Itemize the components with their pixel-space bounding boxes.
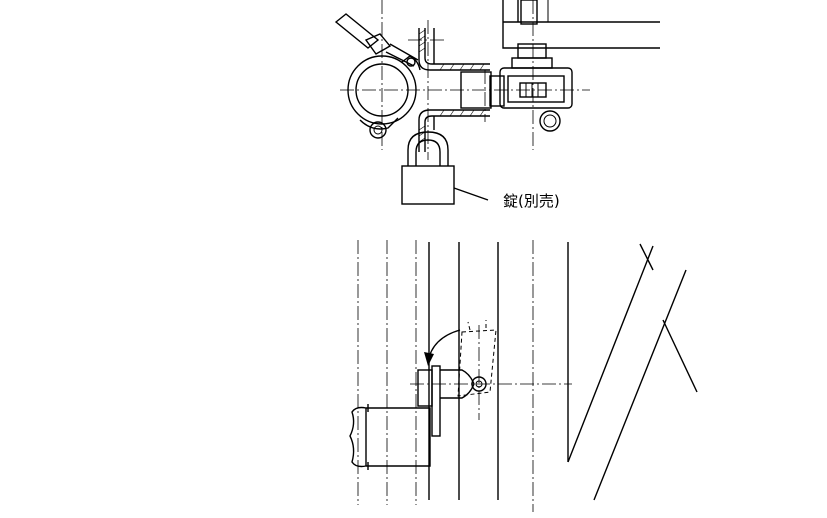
top-view — [334, 0, 660, 205]
lock-sold-separately-label: 錠(別売) — [503, 192, 560, 210]
side-view — [349, 240, 698, 512]
